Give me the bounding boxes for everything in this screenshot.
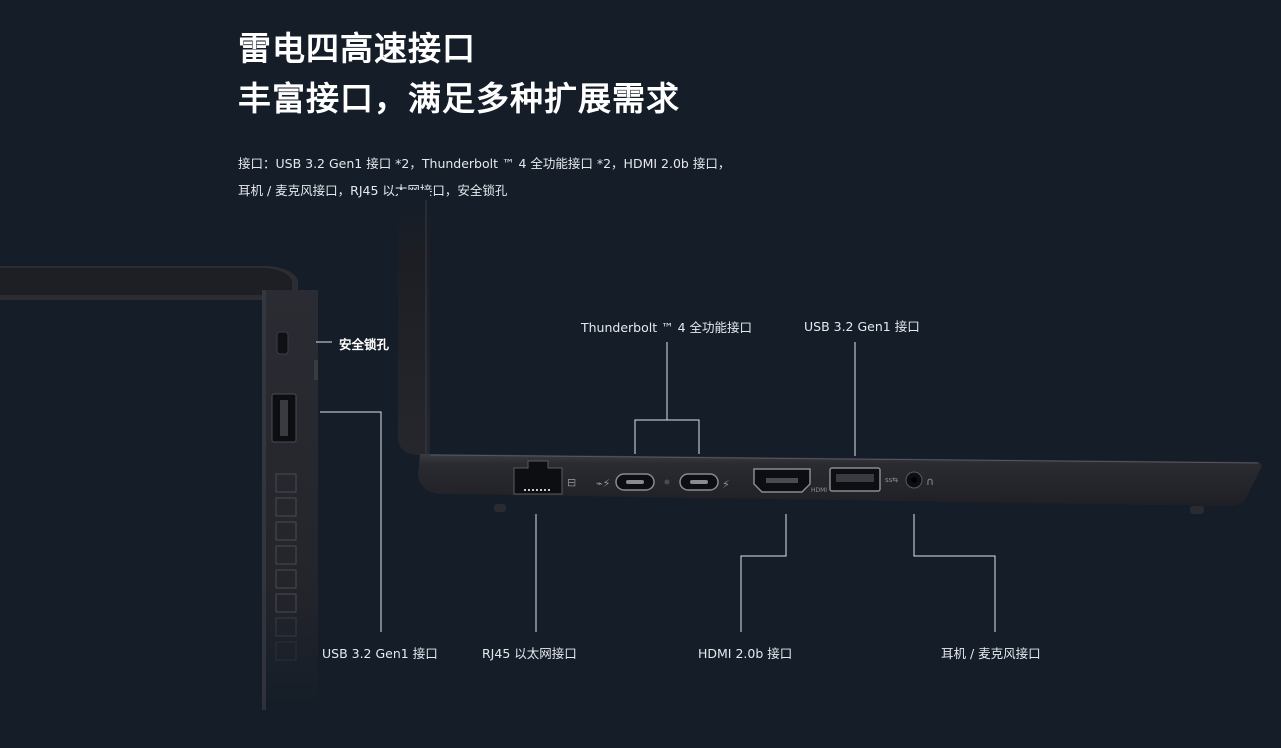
air-vent-grille bbox=[275, 473, 297, 661]
spec-line-1: 接口：USB 3.2 Gen1 接口 *2，Thunderbolt ™ 4 全功… bbox=[238, 156, 731, 171]
headline-line-2: 丰富接口，满足多种扩展需求 bbox=[238, 79, 680, 118]
rj45-port bbox=[513, 460, 563, 495]
audio-label: 耳机 / 麦克风接口 bbox=[941, 646, 1041, 661]
status-led bbox=[664, 479, 670, 485]
ethernet-icon: ⊟ bbox=[567, 476, 576, 489]
security-lock-label: 安全锁孔 bbox=[339, 337, 390, 352]
left-side-laptop bbox=[0, 266, 318, 710]
rj45-label: RJ45 以太网接口 bbox=[482, 646, 577, 661]
usb-right-label: USB 3.2 Gen1 接口 bbox=[804, 319, 920, 334]
spec-line-2: 耳机 / 麦克风接口，RJ45 以太网接口，安全锁孔 bbox=[238, 183, 508, 198]
callout-lines bbox=[316, 341, 996, 632]
headline: 雷电四高速接口 丰富接口，满足多种扩展需求 bbox=[238, 24, 680, 124]
thunderbolt-label: Thunderbolt ™ 4 全功能接口 bbox=[581, 320, 752, 335]
usb-left-label: USB 3.2 Gen1 接口 bbox=[322, 646, 438, 661]
headline-line-1: 雷电四高速接口 bbox=[238, 29, 476, 68]
superspeed-usb-icon: ss⇆ bbox=[885, 476, 898, 484]
hdmi-label: HDMI 2.0b 接口 bbox=[698, 646, 793, 661]
hdmi-mark: HDMI bbox=[811, 487, 827, 494]
port-spec-text: 接口：USB 3.2 Gen1 接口 *2，Thunderbolt ™ 4 全功… bbox=[238, 150, 730, 204]
right-side-laptop: ⊟ ⌁⚡ ⚡ HDMI ss⇆ ∩ bbox=[398, 190, 1262, 514]
security-lock-slot bbox=[276, 331, 289, 355]
thunderbolt-icon: ⚡ bbox=[722, 478, 730, 491]
power-thunderbolt-icon: ⌁⚡ bbox=[596, 477, 610, 490]
headphone-icon: ∩ bbox=[926, 475, 934, 488]
